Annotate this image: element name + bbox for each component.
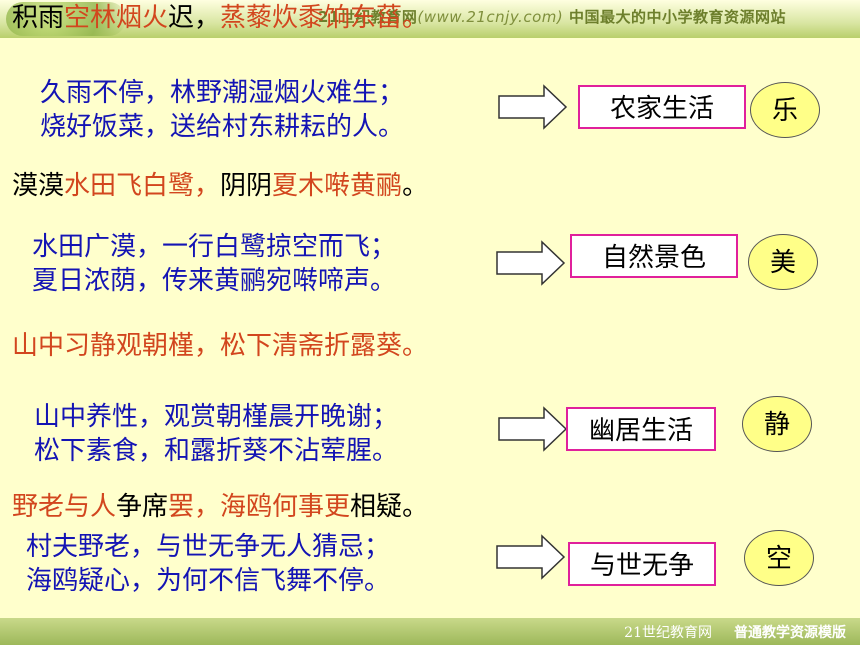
category-box-2: 自然景色	[570, 234, 738, 278]
poem-line-1-part3: 迟，	[168, 3, 221, 33]
explanation-3: 山中养性，观赏朝槿晨开晚谢； 松下素食，和露折葵不沾荤腥。	[34, 400, 398, 468]
explanation-3-line-1: 山中养性，观赏朝槿晨开晚谢；	[34, 402, 399, 432]
explanation-3-line-2: 松下素食，和露折葵不沾荤腥。	[34, 436, 399, 466]
explanation-2: 水田广漠，一行白鹭掠空而飞； 夏日浓荫，传来黄鹂宛啭啼声。	[32, 230, 396, 298]
arrow-right-icon	[496, 534, 566, 580]
poem-line-1-part1: 积雨	[12, 3, 65, 33]
footer-text: 21世纪教育网 普通教学资源模版	[624, 622, 846, 642]
poem-line-2-part2: 水田飞白鹭，	[64, 171, 221, 201]
poem-line-4-part1: 野老与人	[12, 492, 117, 522]
footer-bar: 21世纪教育网 普通教学资源模版	[0, 618, 860, 645]
explanation-2-line-2: 夏日浓荫，传来黄鹂宛啭啼声。	[32, 266, 397, 296]
arrow-right-icon	[498, 84, 568, 130]
poem-line-4-part3: 罢，海鸥何事更	[168, 492, 351, 522]
category-box-4: 与世无争	[568, 542, 716, 586]
poem-line-1-part4: 蒸藜炊黍饷东菑。	[220, 3, 429, 33]
explanation-2-line-1: 水田广漠，一行白鹭掠空而飞；	[32, 232, 397, 262]
banner-prefix: 21世纪教育网	[318, 8, 418, 26]
footer-label: 普通教学资源模版	[734, 625, 846, 641]
poem-line-3: 山中习静观朝槿，松下清斋折露葵。	[12, 331, 429, 361]
poem-line-4-part4: 相疑	[350, 492, 403, 522]
poem-line-2-part4: 夏木啭黄鹂	[272, 171, 403, 201]
top-banner: 21世纪教育网(www.21cnjy.com) 中国最大的中小学教育资源网站	[0, 0, 860, 38]
banner-slogan: 中国最大的中小学教育资源网站	[568, 8, 786, 26]
explanation-4: 村夫野老，与世无争无人猜忌； 海鸥疑心，为何不信飞舞不停。	[26, 530, 390, 598]
poem-line-4: 野老与人争席罢，海鸥何事更相疑。	[12, 491, 428, 523]
poem-line-1-part2: 空林烟火	[64, 3, 169, 33]
theme-circle-3: 静	[742, 396, 812, 452]
explanation-1-line-1: 久雨不停，林野潮湿烟火难生；	[40, 78, 405, 108]
poem-line-2: 漠漠水田飞白鹭，阴阴夏木啭黄鹂。	[12, 170, 428, 202]
explanation-4-line-1: 村夫野老，与世无争无人猜忌；	[26, 532, 391, 562]
explanation-1-line-2: 烧好饭菜，送给村东耕耘的人。	[40, 112, 405, 142]
category-box-1: 农家生活	[578, 85, 746, 129]
category-box-3: 幽居生活	[566, 407, 716, 451]
poem-line-1: 积雨空林烟火迟，蒸藜炊黍饷东菑。	[12, 2, 428, 34]
theme-circle-2: 美	[748, 234, 818, 290]
poem-line-4-part5: 。	[402, 492, 429, 522]
poem-line-2-part1: 漠漠	[12, 171, 65, 201]
explanation-4-line-2: 海鸥疑心，为何不信飞舞不停。	[26, 566, 391, 596]
banner-url: (www.21cnjy.com)	[417, 8, 564, 26]
theme-circle-1: 乐	[750, 82, 820, 138]
arrow-right-icon	[496, 240, 566, 286]
poem-line-4-part2: 争席	[116, 492, 169, 522]
arrow-right-icon	[498, 406, 568, 452]
theme-circle-4: 空	[744, 530, 814, 586]
poem-line-2-part3: 阴阴	[220, 171, 273, 201]
poem-line-2-part5: 。	[402, 171, 429, 201]
footer-site: 21世纪教育网	[624, 625, 712, 641]
site-logo	[6, 2, 126, 36]
banner-text: 21世纪教育网(www.21cnjy.com) 中国最大的中小学教育资源网站	[318, 6, 786, 27]
explanation-1: 久雨不停，林野潮湿烟火难生； 烧好饭菜，送给村东耕耘的人。	[40, 76, 404, 144]
